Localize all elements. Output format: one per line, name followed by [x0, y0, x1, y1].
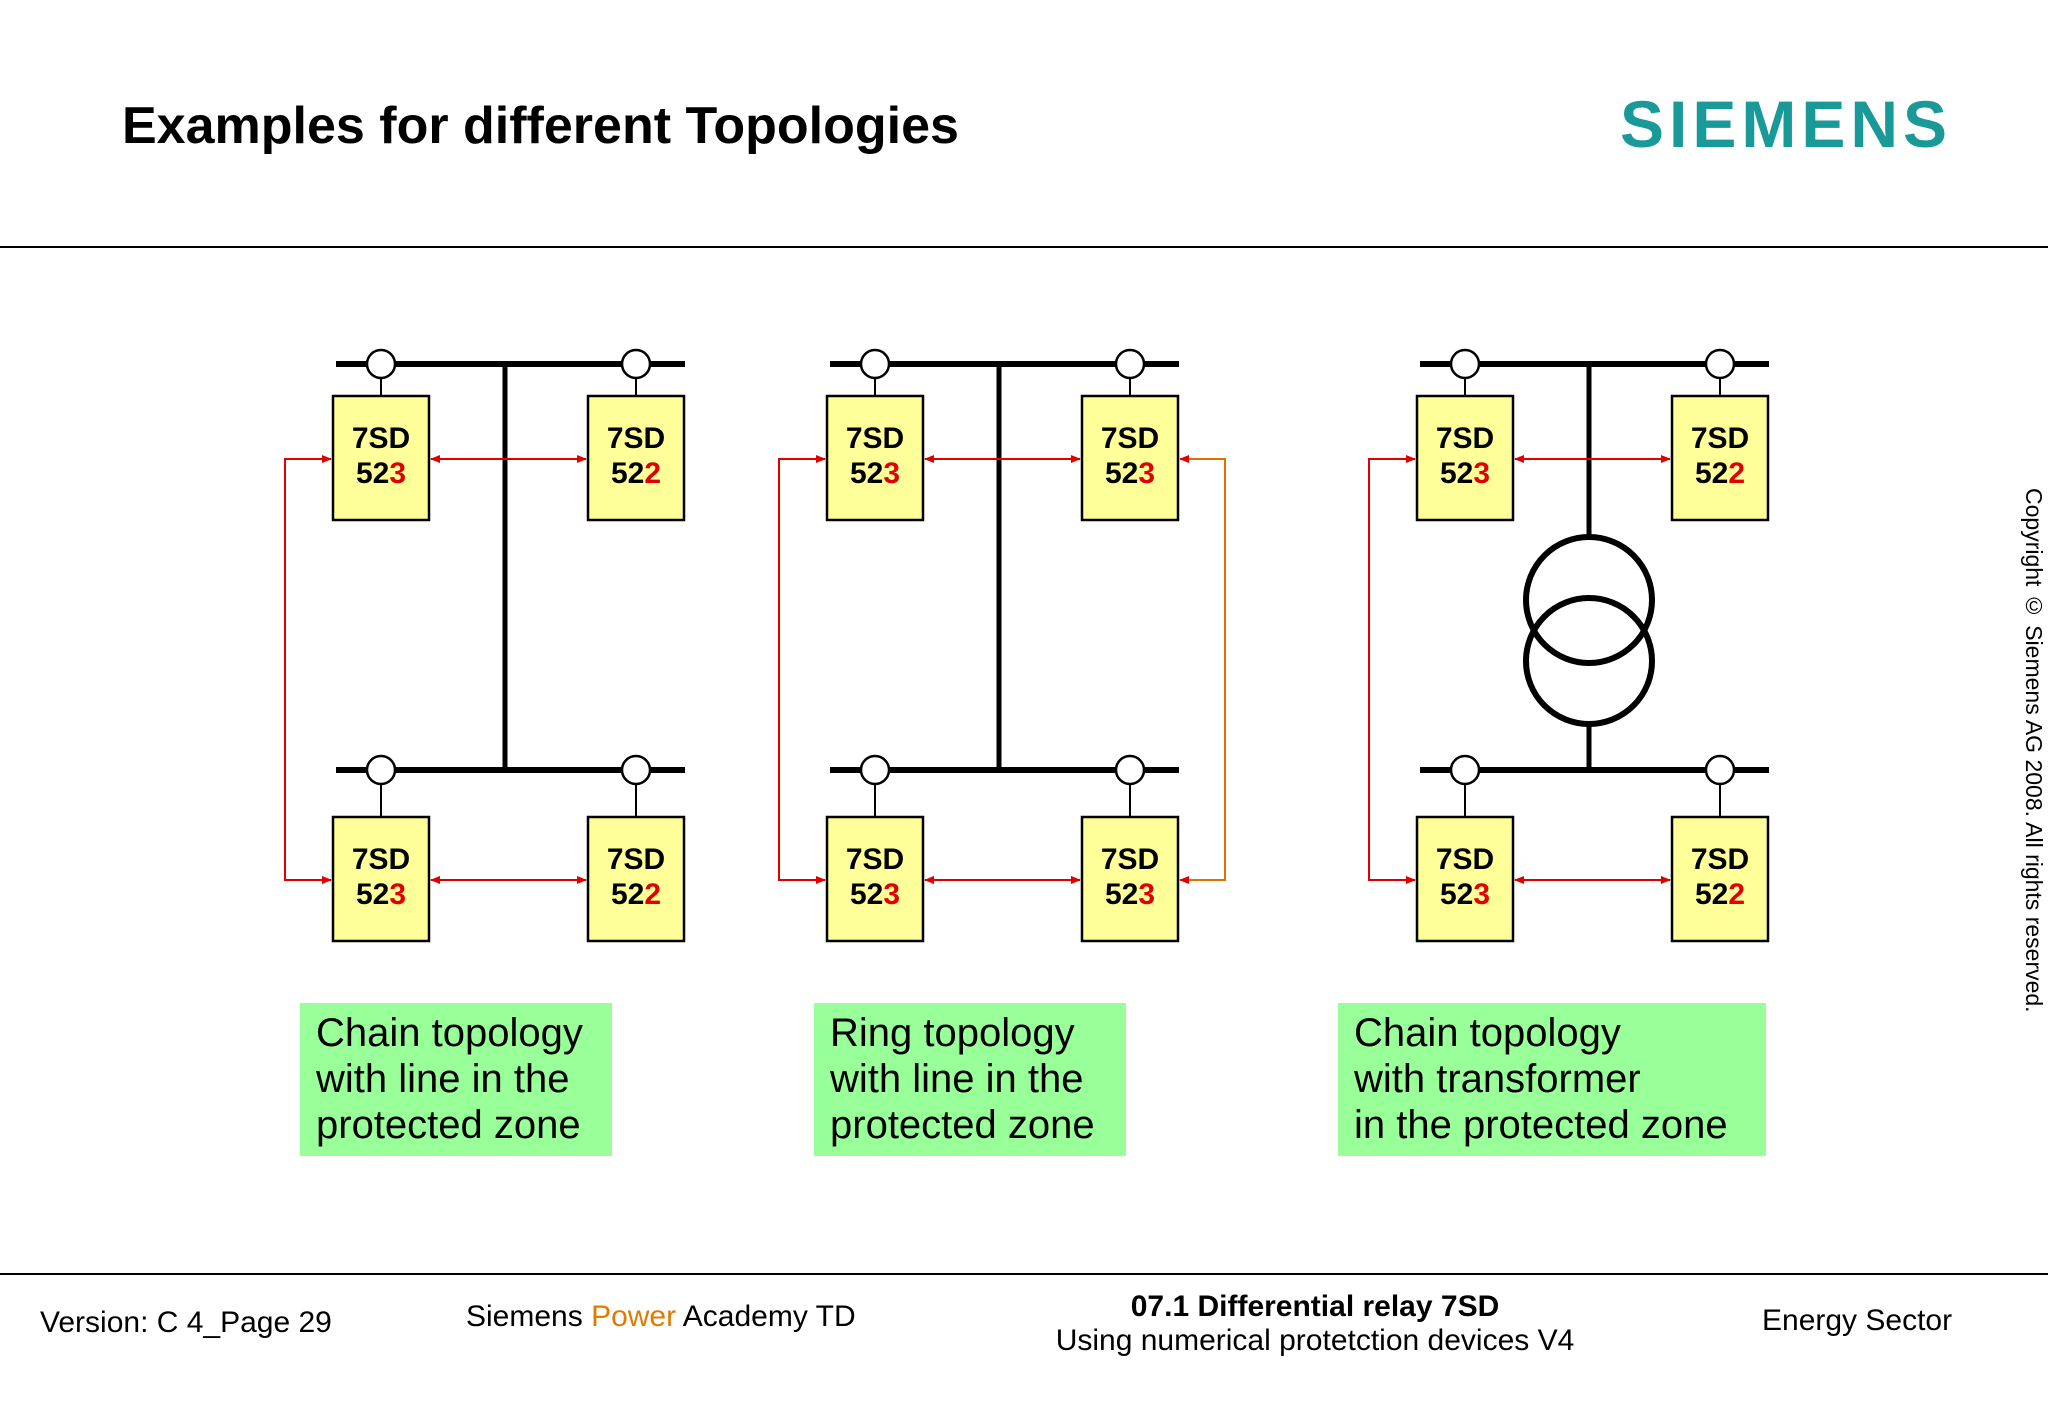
siemens-logo: SIEMENS: [1620, 87, 1953, 161]
relay-device-model: 523: [356, 457, 406, 490]
breaker-symbol: [1704, 754, 1736, 786]
relay-model-suffix: 3: [1138, 457, 1155, 490]
relay-model-prefix: 52: [1105, 878, 1138, 911]
breaker-symbol: [1449, 754, 1481, 786]
relay-device-model: 522: [611, 457, 661, 490]
footer-sector: Energy Sector: [1762, 1304, 1953, 1337]
relay-device-box: [1415, 394, 1515, 522]
relay-model-prefix: 52: [1440, 457, 1473, 490]
comm-link-left: [778, 455, 826, 884]
relay-model-suffix: 3: [389, 457, 406, 490]
footer-course: 07.1 Differential relay 7SD Using numeri…: [1000, 1290, 1630, 1358]
relay-model-suffix: 2: [644, 457, 661, 490]
breaker-symbol: [1449, 348, 1481, 380]
relay-device-box: [1670, 815, 1770, 943]
relay-device-type: 7SD: [1101, 843, 1159, 876]
relay-model-suffix: 3: [1473, 457, 1490, 490]
footer-academy: Siemens Power Academy TD: [466, 1300, 856, 1333]
breaker-symbol: [620, 754, 652, 786]
relay-model-suffix: 3: [1473, 878, 1490, 911]
caption-ring-line: Ring topology with line in the protected…: [814, 1003, 1126, 1156]
relay-device-model: 522: [1695, 878, 1745, 911]
relay-device-model: 522: [611, 878, 661, 911]
relay-device-box: [586, 394, 686, 522]
relay-device-model: 523: [850, 878, 900, 911]
caption-chain-line: Chain topology with line in the protecte…: [300, 1003, 612, 1156]
relay-device-box: [1080, 394, 1180, 522]
caption-chain-transformer: Chain topology with transformer in the p…: [1338, 1003, 1766, 1156]
relay-model-suffix: 3: [883, 878, 900, 911]
relay-model-suffix: 2: [644, 878, 661, 911]
relay-device-model: 522: [1695, 457, 1745, 490]
comm-link-left: [1368, 455, 1416, 884]
relay-device-type: 7SD: [1691, 843, 1749, 876]
footer-course-title: 07.1 Differential relay 7SD: [1130, 1290, 1500, 1323]
copyright-notice: Copyright © Siemens AG 2008. All rights …: [2021, 488, 2047, 1013]
relay-model-suffix: 2: [1728, 457, 1745, 490]
comm-link-left: [284, 455, 332, 884]
relay-model-suffix: 3: [1138, 878, 1155, 911]
breaker-symbol: [1114, 348, 1146, 380]
breaker-symbol: [620, 348, 652, 380]
relay-device-type: 7SD: [1436, 422, 1494, 455]
relay-device-type: 7SD: [846, 422, 904, 455]
relay-model-prefix: 52: [356, 457, 389, 490]
relay-model-prefix: 52: [356, 878, 389, 911]
relay-model-prefix: 52: [850, 457, 883, 490]
relay-model-prefix: 52: [1695, 457, 1728, 490]
relay-device-type: 7SD: [607, 843, 665, 876]
relay-device-box: [331, 815, 431, 943]
breaker-symbol: [365, 754, 397, 786]
relay-device-box: [1080, 815, 1180, 943]
footer-version: Version: C 4_Page 29: [40, 1306, 332, 1339]
breaker-symbol: [859, 348, 891, 380]
header-divider: [0, 246, 2048, 248]
relay-device-box: [1670, 394, 1770, 522]
breaker-symbol: [1704, 348, 1736, 380]
transformer-winding-primary: [1523, 534, 1655, 666]
breaker-symbol: [365, 348, 397, 380]
relay-model-prefix: 52: [611, 878, 644, 911]
relay-device-type: 7SD: [846, 843, 904, 876]
relay-model-prefix: 52: [1440, 878, 1473, 911]
relay-device-type: 7SD: [1101, 422, 1159, 455]
relay-device-type: 7SD: [352, 843, 410, 876]
relay-device-model: 523: [356, 878, 406, 911]
breaker-symbol: [1114, 754, 1146, 786]
relay-device-model: 523: [1105, 457, 1155, 490]
relay-device-box: [825, 394, 925, 522]
relay-device-model: 523: [1105, 878, 1155, 911]
footer-course-subtitle: Using numerical protetction devices V4: [1055, 1324, 1575, 1357]
relay-model-prefix: 52: [850, 878, 883, 911]
relay-device-box: [586, 815, 686, 943]
relay-model-suffix: 3: [389, 878, 406, 911]
relay-model-suffix: 2: [1728, 878, 1745, 911]
footer-divider: [0, 1273, 2048, 1275]
relay-device-model: 523: [1440, 457, 1490, 490]
relay-model-prefix: 52: [1105, 457, 1138, 490]
breaker-symbol: [859, 754, 891, 786]
relay-device-model: 523: [850, 457, 900, 490]
comm-link-ring-right: [1179, 455, 1226, 884]
page-title: Examples for different Topologies: [122, 97, 959, 155]
relay-device-model: 523: [1440, 878, 1490, 911]
relay-model-prefix: 52: [611, 457, 644, 490]
relay-device-type: 7SD: [1436, 843, 1494, 876]
relay-device-type: 7SD: [352, 422, 410, 455]
relay-device-box: [825, 815, 925, 943]
transformer-winding-secondary: [1523, 595, 1655, 727]
relay-device-type: 7SD: [1691, 422, 1749, 455]
relay-device-box: [331, 394, 431, 522]
relay-model-prefix: 52: [1695, 878, 1728, 911]
relay-device-type: 7SD: [607, 422, 665, 455]
relay-model-suffix: 3: [883, 457, 900, 490]
relay-device-box: [1415, 815, 1515, 943]
